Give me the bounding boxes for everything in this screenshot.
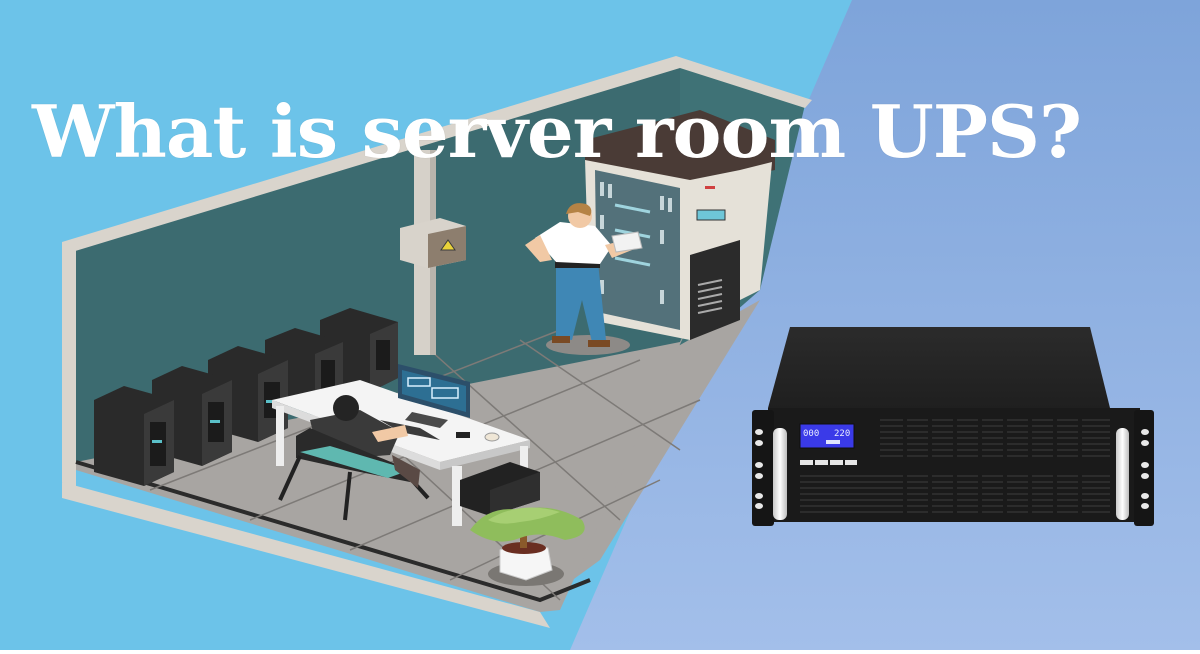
electrical-box xyxy=(400,218,466,268)
right-handle xyxy=(1116,428,1129,520)
server-room-illustration xyxy=(62,56,812,628)
left-handle xyxy=(773,428,787,520)
server-rack xyxy=(585,110,775,340)
potted-plant xyxy=(470,507,585,586)
banner-title: What is server room UPS? xyxy=(32,89,1082,174)
seated-operator xyxy=(278,395,430,521)
ups-control-buttons xyxy=(800,460,857,465)
lcd-reading-right: 220 xyxy=(834,429,850,439)
rack-ups-product: 000 220 xyxy=(752,327,1154,526)
warning-icon xyxy=(440,239,456,251)
lcd-reading-left: 000 xyxy=(803,429,819,439)
standing-technician xyxy=(525,203,643,355)
